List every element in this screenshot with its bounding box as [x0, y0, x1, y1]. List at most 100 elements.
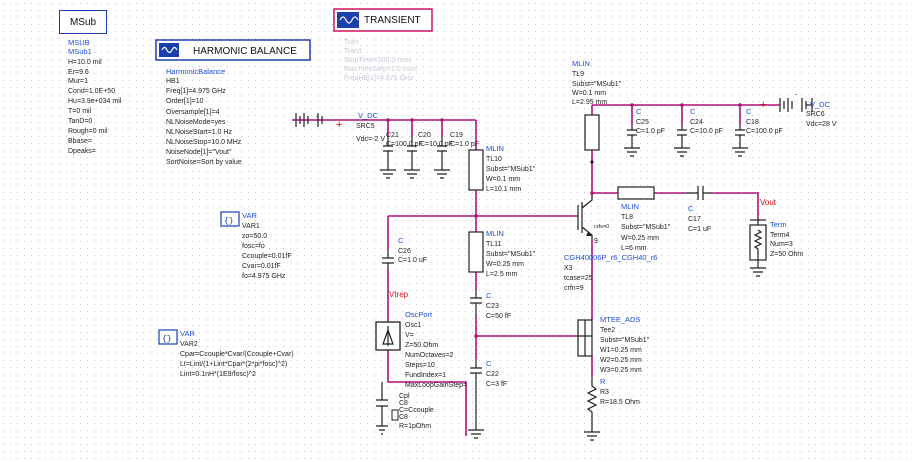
- wire: [712, 192, 759, 220]
- capacitor-c19[interactable]: C19: [434, 132, 463, 179]
- src5-tag: V_DC: [358, 111, 379, 120]
- tl9-tag: MLIN: [572, 59, 590, 68]
- term4-z: Z=50 Ohm: [770, 251, 803, 258]
- x3-model: CGH40006P_r6_CGH40_r6: [564, 253, 657, 262]
- hb-name: HB1: [166, 78, 180, 85]
- capacitor-c26[interactable]: C C26 C=1.0 uF: [382, 236, 427, 270]
- oscport-name: Osc1: [405, 322, 421, 329]
- capacitor-icon: [686, 186, 712, 200]
- var2-tag: VAR: [180, 329, 195, 338]
- transient-faded: StopTime=100.0 nsec: [344, 57, 413, 64]
- capacitor-c18[interactable]: C C18 C=100.0 pF: [732, 107, 783, 157]
- wire: [631, 105, 741, 125]
- c24-tag: C: [690, 107, 696, 116]
- coupling-cap-cpl[interactable]: Cpl C8 C=Ccouple C8 R=1pOhm: [376, 382, 434, 435]
- c22-name: C22: [486, 371, 499, 378]
- var2-param: Cpar=Ccouple*Cvar/(Ccouple+Cvar): [180, 351, 294, 358]
- c23-tag: C: [486, 291, 492, 300]
- c23-name: C23: [486, 303, 499, 310]
- src6-name: SRC6: [806, 111, 825, 118]
- resistor-icon: [391, 409, 399, 421]
- tl9-subst: Subst="MSub1": [572, 81, 622, 88]
- tl10-name: TL10: [486, 156, 502, 163]
- msub-param: Hu=3.9e+034 mil: [68, 98, 122, 105]
- resistor-r3[interactable]: R R3 R=18.5 Ohm: [584, 376, 640, 441]
- minus-sign-icon: -: [316, 111, 319, 121]
- minus-sign-icon: -: [795, 92, 798, 99]
- plus-sign-icon: +: [336, 119, 342, 131]
- junction-dot: [440, 118, 444, 122]
- oscport-osc1[interactable]: Vtrep OscPort Osc1 V= Z=50.Ohm NumOctave…: [375, 290, 467, 389]
- capacitor-c23[interactable]: C C23 C=50 fF: [470, 290, 511, 320]
- term4-tag: Term: [770, 220, 787, 229]
- c19-value: C=1.0 pF: [450, 141, 479, 148]
- src6-tag: V_DC: [810, 100, 831, 109]
- capacitor-c24[interactable]: C C24 C=10.0 pF: [674, 107, 723, 157]
- var1-param: Ccouple=0.01fF: [242, 253, 292, 260]
- capacitor-c25[interactable]: C C25 C=1.0 pF: [624, 107, 665, 157]
- oscport-tag: OscPort: [405, 310, 433, 319]
- dc-source-left[interactable]: + - V_DC SRC5 Vdc=-2 V: [295, 111, 385, 143]
- mtee-tee2[interactable]: MTEE_ADS Tee2 Subst="MSub1" W1=0.25 mm W…: [577, 315, 650, 374]
- tl10-subst: Subst="MSub1": [486, 166, 536, 173]
- transient-title: TRANSIENT: [364, 15, 421, 26]
- wire: [387, 350, 467, 436]
- tl9-name: TL9: [572, 71, 584, 78]
- dc-source-right[interactable]: + - V_DC SRC6 Vdc=28 V: [760, 92, 837, 128]
- x3-pin: crfs=0: [594, 224, 609, 230]
- var2-block[interactable]: {} VAR VAR2 Cpar=Ccouple*Cvar/(Ccouple+C…: [158, 329, 294, 378]
- capacitor-c17[interactable]: C C17 C=1 uF: [686, 186, 712, 233]
- c25-value: C=1.0 pF: [636, 128, 665, 135]
- decap-group-right[interactable]: C C25 C=1.0 pF C C24 C=10.0 pF C C18 C=1…: [624, 107, 783, 157]
- mlin-tl8[interactable]: MLIN TL8 Subst="MSub1" W=0.25 mm L=6 mm: [617, 186, 671, 252]
- mlin-tl9[interactable]: MLIN TL9 Subst="MSub1" W=0.1 mm L=2.95 m…: [572, 59, 622, 151]
- var1-tag: VAR: [242, 211, 257, 220]
- capacitor-c20[interactable]: C20: [404, 132, 431, 179]
- ground-icon: [584, 431, 600, 441]
- c17-name: C17: [688, 216, 701, 223]
- term-term4[interactable]: Vout Term Term4 Num=3 Z=50 Ohm: [749, 198, 803, 277]
- c18-name: C18: [746, 119, 759, 126]
- msub-button[interactable]: MSub: [59, 10, 107, 34]
- transmission-line-icon: [584, 114, 600, 151]
- capacitor-icon: [376, 399, 388, 407]
- r3-name: R3: [600, 389, 609, 396]
- fet-icon: [577, 196, 593, 240]
- tl8-tag: MLIN: [621, 202, 639, 211]
- decap-group-left[interactable]: C21 C20 C19 C=100.0 pF C=10.0 pF C=1.0 p…: [380, 132, 479, 179]
- ground-icon: [380, 169, 396, 179]
- src5-name: SRC5: [356, 123, 375, 130]
- transient-faded: Tran1: [344, 48, 362, 55]
- oscport-param: Steps=10: [405, 362, 435, 369]
- c23-value: C=50 fF: [486, 313, 511, 320]
- c17-tag: C: [688, 204, 694, 213]
- c18-value: C=100.0 pF: [746, 128, 783, 135]
- resistor-icon: [586, 376, 598, 432]
- c26-name: C26: [398, 248, 411, 255]
- hb-box[interactable]: [155, 39, 311, 61]
- c17-value: C=1 uF: [688, 226, 711, 233]
- var1-block[interactable]: {} VAR VAR1 zo=50.0 fosc=fo Ccouple=0.01…: [220, 211, 292, 280]
- transient-block[interactable]: TRANSIENT Tran Tran1 StopTime=100.0 nsec…: [333, 8, 433, 82]
- hb-param: Order[1]=10: [166, 98, 204, 105]
- hb-block[interactable]: HARMONIC BALANCE HarmonicBalance HB1 Fre…: [155, 39, 311, 166]
- tl8-l: L=6 mm: [621, 245, 647, 252]
- mlin-tl11[interactable]: MLIN TL11 Subst="MSub1" W=0.25 mm L=2.5 …: [468, 229, 536, 278]
- junction-dot: [590, 191, 594, 195]
- tee2-w2: W2=0.25 mm: [600, 357, 642, 364]
- transistor-x3[interactable]: crfs=0 9 CGH40006P_r6_CGH40_r6 X3 tcase=…: [564, 196, 657, 292]
- wire: [387, 120, 443, 137]
- junction-dot: [474, 334, 478, 338]
- var1-param: Cvar=0.01fF: [242, 263, 281, 270]
- transient-faded: FreqHB[1]=4.975 GHz: [344, 75, 414, 82]
- capacitor-c22[interactable]: C C22 C=3 fF: [468, 359, 507, 439]
- tl10-tag: MLIN: [486, 144, 504, 153]
- c24-value: C=10.0 pF: [690, 128, 723, 135]
- ground-icon: [750, 260, 766, 277]
- capacitor-c21[interactable]: C21: [380, 132, 399, 179]
- src5-value: Vdc=-2 V: [356, 136, 385, 143]
- tee2-name: Tee2: [600, 327, 615, 334]
- msub-block[interactable]: MSUB MSub1 H=10.0 mil Er=9.6 Mur=1 Cond=…: [68, 38, 122, 155]
- mlin-tl10[interactable]: MLIN TL10 Subst="MSub1" W=0.1 mm L=10.1 …: [468, 144, 536, 193]
- msub-param: Mur=1: [68, 78, 88, 85]
